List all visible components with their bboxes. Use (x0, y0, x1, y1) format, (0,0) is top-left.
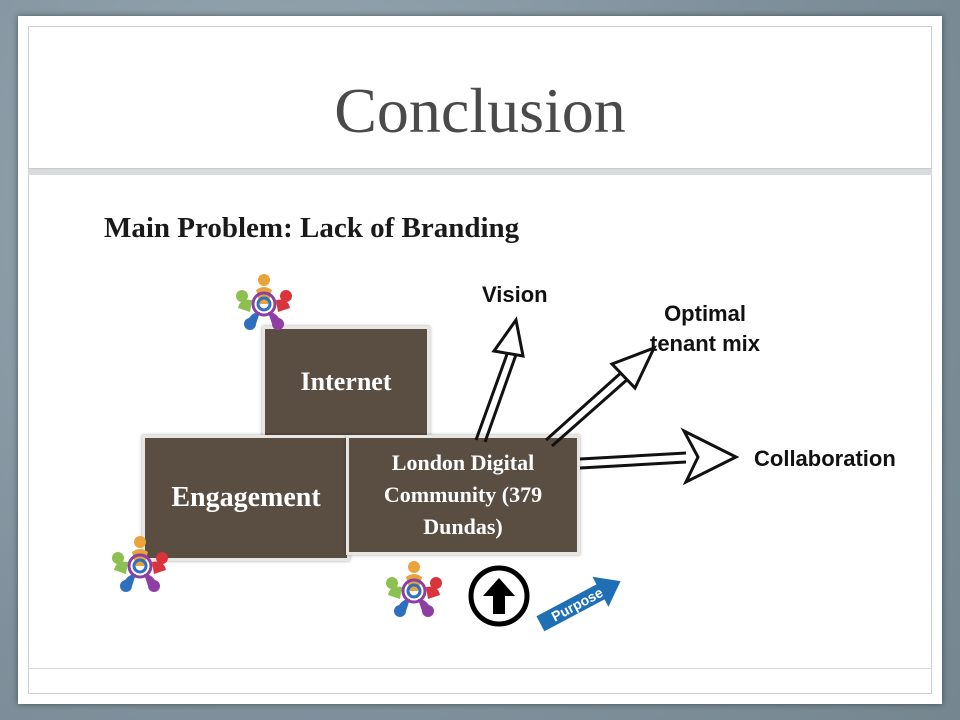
slide-title: Conclusion (334, 75, 626, 146)
outcome-optimal-tenant-mix: Optimal tenant mix (650, 299, 760, 359)
block-ldc-label: London Digital Community (379 Dundas) (383, 450, 543, 539)
block-london-digital-community: London Digital Community (379 Dundas) (346, 435, 580, 555)
block-internet: Internet (262, 326, 430, 438)
outcome-vision: Vision (482, 282, 548, 307)
block-engagement: Engagement (142, 435, 350, 561)
block-internet-label: Internet (300, 367, 392, 396)
outcome-collaboration: Collaboration (754, 446, 896, 471)
slide-frame (28, 26, 932, 694)
main-problem-heading: Main Problem: Lack of Branding (104, 212, 520, 244)
title-divider (28, 168, 932, 175)
slide: Conclusion Main Problem: Lack of Brandin… (18, 16, 942, 704)
footer-divider (28, 668, 932, 669)
outcome-optimal-line1: Optimal (664, 301, 746, 326)
outcome-optimal-line2: tenant mix (650, 331, 761, 356)
block-engagement-label: Engagement (171, 482, 321, 513)
